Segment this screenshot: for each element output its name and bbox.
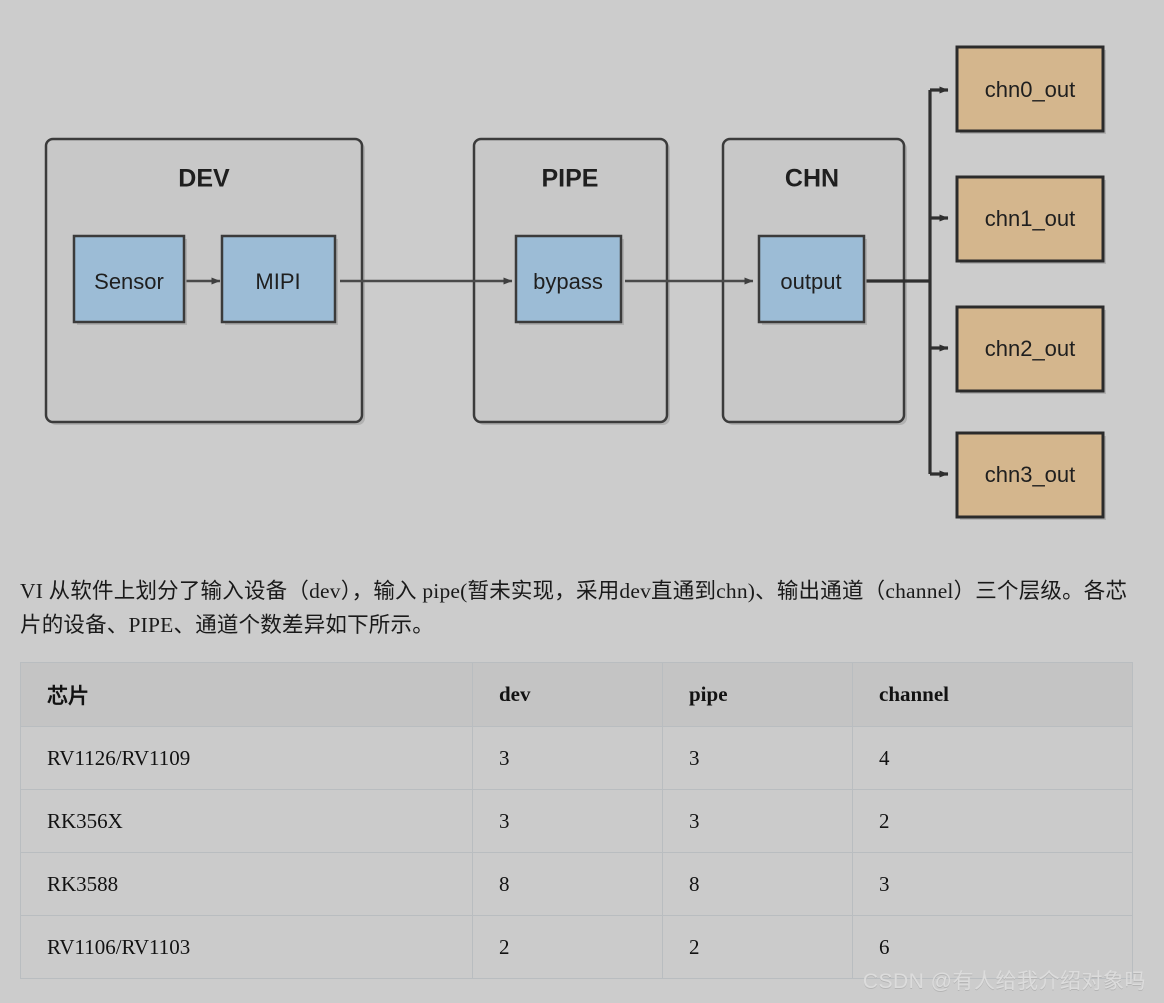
node-sensor: Sensor [72, 234, 187, 325]
cell-dev: 3 [472, 789, 663, 853]
cell-pipe: 3 [662, 726, 853, 790]
output-chn1-box [955, 175, 1105, 263]
group-dev-label: DEV [178, 165, 230, 193]
csdn-watermark: CSDN @有人给我介绍对象吗 [862, 970, 1146, 993]
cell-chip: RV1106/RV1103 [20, 915, 473, 979]
table-row: RK356X 3 3 2 [20, 789, 1133, 853]
table-body: RV1126/RV1109 3 3 4 RK356X 3 3 2 RK3588 … [20, 726, 1133, 979]
cell-channel: 6 [852, 915, 1133, 979]
output-chn1-label: chn1_out [985, 206, 1076, 231]
table-header: 芯片 dev pipe channel [20, 662, 1133, 727]
output-chn2-box [955, 305, 1105, 393]
node-bypass-label: bypass [533, 269, 603, 294]
column-header-pipe: pipe [662, 662, 853, 727]
node-sensor-label: Sensor [94, 269, 164, 294]
node-sensor-box [72, 234, 186, 324]
column-header-channel: channel [852, 662, 1133, 727]
node-mipi-label: MIPI [255, 269, 300, 294]
output-chn3: chn3_out [955, 431, 1106, 520]
node-bypass-box [514, 234, 623, 324]
architecture-diagram: DEV PIPE CHN Sensor [44, 45, 1106, 520]
cell-chip: RK3588 [20, 852, 473, 916]
cell-channel: 2 [852, 789, 1133, 853]
output-chn0-label: chn0_out [985, 77, 1076, 102]
node-output-label: output [780, 269, 841, 294]
output-chn2: chn2_out [955, 305, 1106, 394]
column-header-dev: dev [472, 662, 663, 727]
output-chn1: chn1_out [955, 175, 1106, 264]
chip-spec-table: 芯片 dev pipe channel RV1126/RV1109 3 3 4 … [20, 662, 1133, 979]
node-mipi: MIPI [220, 234, 338, 325]
cell-dev: 3 [472, 726, 663, 790]
cell-channel: 3 [852, 852, 1133, 916]
cell-chip: RK356X [20, 789, 473, 853]
node-mipi-box [220, 234, 337, 324]
node-bypass: bypass [514, 234, 624, 325]
output-chn0-box [955, 45, 1105, 133]
node-output: output [757, 234, 867, 325]
diagram-canvas: DEV PIPE CHN Sensor [44, 45, 1106, 520]
output-chn3-label: chn3_out [985, 462, 1076, 487]
chip-spec-table-container: 芯片 dev pipe channel RV1126/RV1109 3 3 4 … [20, 662, 1133, 979]
column-header-chip: 芯片 [20, 662, 473, 727]
cell-dev: 2 [472, 915, 663, 979]
cell-dev: 8 [472, 852, 663, 916]
cell-pipe: 2 [662, 915, 853, 979]
table-header-row: 芯片 dev pipe channel [20, 662, 1133, 727]
output-chn3-box [955, 431, 1105, 519]
cell-pipe: 3 [662, 789, 853, 853]
description-paragraph: VI 从软件上划分了输入设备（dev），输入 pipe(暂未实现，采用dev直通… [20, 578, 1128, 638]
group-pipe-label: PIPE [542, 165, 599, 193]
table-row: RV1126/RV1109 3 3 4 [20, 726, 1133, 790]
cell-pipe: 8 [662, 852, 853, 916]
node-output-box [757, 234, 866, 324]
output-chn2-label: chn2_out [985, 336, 1076, 361]
table-row: RV1106/RV1103 2 2 6 [20, 915, 1133, 979]
cell-channel: 4 [852, 726, 1133, 790]
output-chn0: chn0_out [955, 45, 1106, 134]
table-row: RK3588 8 8 3 [20, 852, 1133, 916]
cell-chip: RV1126/RV1109 [20, 726, 473, 790]
group-chn-label: CHN [785, 165, 839, 193]
